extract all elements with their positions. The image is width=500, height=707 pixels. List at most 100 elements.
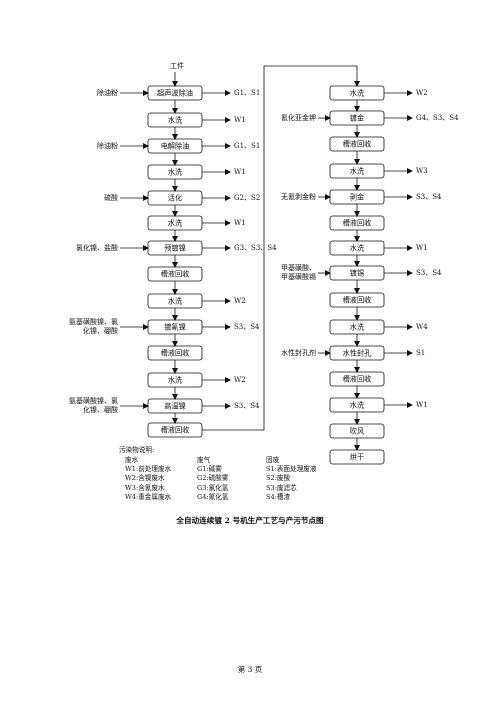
process-step-label: 水洗 xyxy=(350,244,364,253)
process-step-label: 水洗 xyxy=(168,116,182,125)
column-connector xyxy=(202,65,360,431)
pollutant-output-label: W1 xyxy=(234,218,246,227)
legend-header: 固废 xyxy=(266,456,280,464)
process-step: 烘干 xyxy=(329,449,385,465)
process-step: 水洗 xyxy=(147,215,203,231)
pollutant-output-label: W3 xyxy=(416,166,428,175)
process-step: 吹风 xyxy=(329,423,385,439)
legend-header: 废气 xyxy=(197,456,211,464)
process-step-label: 槽液回收 xyxy=(343,140,372,149)
input-material-label: 氯化镍、盐酸 xyxy=(76,243,118,252)
pollutant-output-label: G2、S2 xyxy=(234,193,261,202)
process-step: 槽液回收 xyxy=(329,371,385,387)
pollutant-output-label: G1、S1 xyxy=(234,88,261,97)
figure-caption: 全自动连续镀 2 号机生产工艺与产污节点图 xyxy=(176,516,324,525)
process-step-label: 槽液回收 xyxy=(343,219,372,228)
process-step-label: 烘干 xyxy=(350,453,364,462)
input-material-label: 除油粉 xyxy=(97,141,118,150)
process-step-label: 超声波除油 xyxy=(157,89,193,98)
process-step: 镀氰镍 xyxy=(147,319,203,335)
legend-wastewater: 废水 W1:前处理废水 W2:含镍废水 W3:含氰废水 W4:重金属废水 xyxy=(125,456,171,502)
input-material-label: 氰化亚金钾 xyxy=(281,113,316,122)
pollutant-output-label: G4、S3、S4 xyxy=(416,113,459,122)
input-material-label: 无氰剥金粉 xyxy=(281,192,316,201)
pollutant-output-label: G1、S1 xyxy=(234,141,261,150)
legend-item: G2:硫酸雾 xyxy=(197,474,229,483)
process-step-label: 槽液回收 xyxy=(343,375,372,384)
pollutant-output-label: W4 xyxy=(416,322,428,331)
legend-item: W1:前处理废水 xyxy=(125,465,172,474)
process-step-label: 槽液回收 xyxy=(161,270,190,279)
process-step-label: 预镀镍 xyxy=(164,244,186,253)
legend-item: S1:表面处理废液 xyxy=(266,465,317,474)
legend-item: W2:含镍废水 xyxy=(125,474,165,483)
process-step-label: 镀金 xyxy=(350,114,364,123)
process-step-label: 活化 xyxy=(168,194,182,203)
legend-item: W3:含氰废水 xyxy=(125,483,165,492)
process-step: 槽液回收 xyxy=(147,266,203,282)
process-step-label: 槽液回收 xyxy=(161,349,190,358)
input-material-label: 氨基磺酸镍、氯化镍、硼酸 xyxy=(69,397,118,414)
process-step-label: 槽液回收 xyxy=(343,296,372,305)
input-material-label: 水性封孔剂 xyxy=(281,348,316,357)
process-step: 水性封孔 xyxy=(329,345,385,361)
process-step-label: 水洗 xyxy=(350,89,364,98)
process-step: 镀锡 xyxy=(329,265,385,281)
legend-item: S2:废酸 xyxy=(266,474,291,483)
input-material-label: 氨基磺酸镍、氯化镍、硼酸 xyxy=(69,318,118,335)
process-step: 剥金 xyxy=(329,189,385,205)
input-material-label: 甲基磺酸、甲基磺酸锡 xyxy=(281,264,316,281)
process-step-label: 剥金 xyxy=(350,193,364,202)
legend-item: G4:氰化氢 xyxy=(197,492,229,501)
pollutant-output-label: S3、S4 xyxy=(234,401,260,410)
legend-title: 污染物说明: xyxy=(119,446,155,454)
process-step-label: 水洗 xyxy=(168,168,182,177)
process-step: 槽液回收 xyxy=(329,292,385,308)
pollutant-output-label: S3、S4 xyxy=(416,268,442,277)
process-step-label: 电解除油 xyxy=(161,142,190,151)
legend-item: G1:碱雾 xyxy=(197,465,222,474)
process-step-label: 水洗 xyxy=(168,219,182,228)
pollutant-output-label: W2 xyxy=(234,375,246,384)
pollutant-output-label: G3、S3、S4 xyxy=(234,243,277,252)
process-step: 高温镍 xyxy=(147,398,203,414)
pollutant-output-label: W2 xyxy=(416,88,428,97)
process-step: 水洗 xyxy=(329,240,385,256)
process-step: 超声波除油 xyxy=(147,85,203,101)
process-step: 水洗 xyxy=(147,372,203,388)
process-step: 预镀镍 xyxy=(147,240,203,256)
process-step: 槽液回收 xyxy=(329,136,385,152)
process-step: 镀金 xyxy=(329,110,385,126)
pollutant-output-label: W1 xyxy=(234,115,246,124)
process-step: 水洗 xyxy=(147,164,203,180)
legend-item: G3:氯化氢 xyxy=(197,483,229,492)
process-step-label: 吹风 xyxy=(350,427,364,436)
process-step: 水洗 xyxy=(329,397,385,413)
process-step: 水洗 xyxy=(147,112,203,128)
process-step-label: 水洗 xyxy=(168,297,182,306)
pollutant-output-label: W1 xyxy=(416,400,428,409)
pollutant-output-label: S3、S4 xyxy=(416,192,442,201)
process-step-label: 水性封孔 xyxy=(343,349,372,358)
process-step: 水洗 xyxy=(329,85,385,101)
process-step: 活化 xyxy=(147,190,203,206)
input-material-label: 除油粉 xyxy=(97,88,118,97)
legend-header: 废水 xyxy=(125,456,139,464)
process-step: 槽液回收 xyxy=(147,345,203,361)
pollutant-output-label: W1 xyxy=(416,243,428,252)
process-step-label: 水洗 xyxy=(350,323,364,332)
process-step-label: 水洗 xyxy=(350,401,364,410)
process-step: 电解除油 xyxy=(147,138,203,154)
process-step: 水洗 xyxy=(329,319,385,335)
process-step: 水洗 xyxy=(329,163,385,179)
process-step: 槽液回收 xyxy=(147,422,203,438)
legend-solid-waste: 固废 S1:表面处理废液 S2:废酸 S3:废滤芯 S4:槽渣 xyxy=(266,456,317,502)
process-step: 水洗 xyxy=(147,293,203,309)
process-step: 槽液回收 xyxy=(329,215,385,231)
legend-item: S3:废滤芯 xyxy=(266,483,297,492)
process-step-label: 水洗 xyxy=(350,167,364,176)
input-workpiece-label: 工件 xyxy=(170,61,184,70)
process-step-label: 镀锡 xyxy=(350,269,364,278)
legend-item: W4:重金属废水 xyxy=(125,492,172,501)
process-step-label: 高温镍 xyxy=(164,402,186,411)
